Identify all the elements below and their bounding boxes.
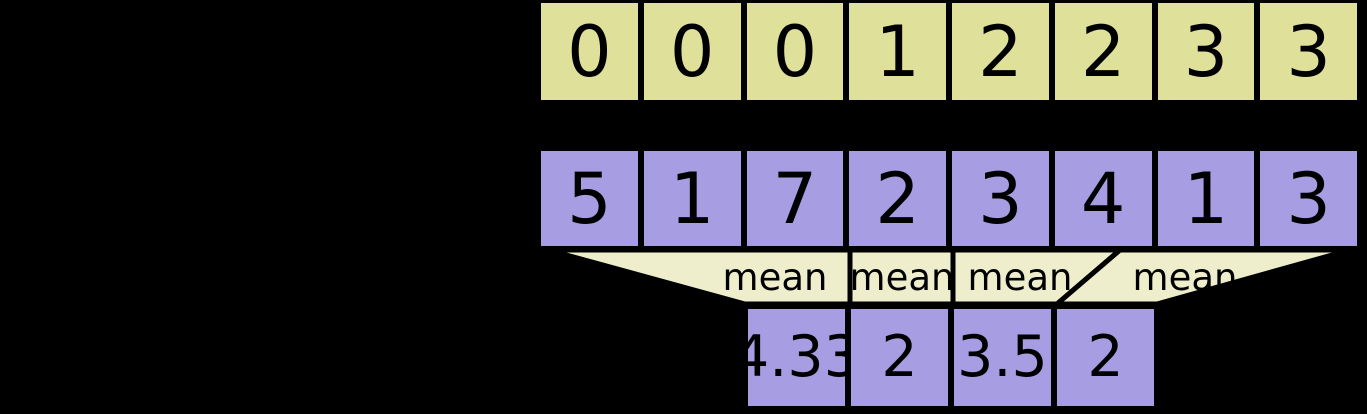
value-cell: 3	[1257, 148, 1360, 249]
output-cell: 2	[848, 306, 951, 409]
index-cell: 0	[538, 0, 641, 103]
index-cell: 2	[949, 0, 1052, 103]
value-cell: 1	[1154, 148, 1258, 249]
index-row: 0 0 0 1 2 2 3 3	[538, 0, 1360, 103]
value-row: 5 1 7 2 3 4 1 3	[538, 148, 1360, 249]
index-cell: 1	[846, 0, 949, 103]
output-row: 4.33 2 3.5 2	[745, 306, 1157, 409]
mean-band: mean mean mean mean	[0, 246, 1367, 308]
mean-funnel-shape	[547, 247, 853, 307]
value-cell: 5	[538, 148, 641, 249]
mean-funnel-shape	[847, 247, 956, 307]
index-cell: 0	[640, 0, 744, 103]
mean-funnel-shape	[1050, 247, 1351, 307]
value-cell: 3	[949, 148, 1052, 249]
value-cell: 7	[743, 148, 847, 249]
value-cell: 1	[640, 148, 744, 249]
index-cell: 3	[1257, 0, 1360, 103]
output-cell: 4.33	[745, 306, 848, 409]
index-cell: 2	[1051, 0, 1155, 103]
index-cell: 0	[743, 0, 847, 103]
output-cell: 2	[1054, 306, 1157, 409]
value-cell: 2	[846, 148, 949, 249]
value-cell: 4	[1051, 148, 1155, 249]
output-cell: 3.5	[951, 306, 1054, 409]
index-cell: 3	[1154, 0, 1258, 103]
